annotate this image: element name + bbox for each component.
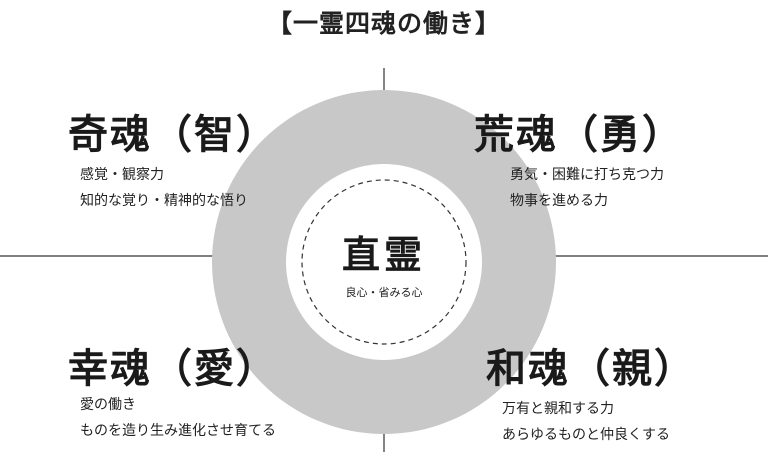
quadrant-bottom-right-line-1: 万有と親和する力	[502, 401, 614, 417]
center-title: 直霊	[341, 233, 426, 277]
quadrant-bottom-right-title: 和魂（親）	[486, 346, 696, 392]
dashed-circle	[301, 179, 467, 345]
quadrant-bottom-left-line-1: 愛の働き	[80, 397, 136, 413]
quadrant-top-right-line-1: 勇気・困難に打ち克つ力	[510, 167, 664, 183]
quadrant-top-left-title: 奇魂（智）	[68, 112, 278, 158]
quadrant-top-right-line-2: 物事を進める力	[510, 193, 608, 209]
inner-circle	[286, 164, 482, 360]
page-title: 【一霊四魂の働き】	[266, 9, 501, 38]
quadrant-top-left-line-2: 知的な覚り・精神的な悟り	[80, 193, 248, 209]
quadrant-bottom-left-title: 幸魂（愛）	[68, 346, 278, 392]
quadrant-top-right-title: 荒魂（勇）	[474, 112, 684, 158]
quadrant-top-left-line-1: 感覚・観察力	[80, 167, 164, 183]
quadrant-bottom-right-line-2: あらゆるものと仲良くする	[502, 427, 670, 443]
quadrant-bottom-left-line-2: ものを造り生み進化させ育てる	[80, 423, 276, 439]
center-subtitle: 良心・省みる心	[345, 286, 423, 299]
